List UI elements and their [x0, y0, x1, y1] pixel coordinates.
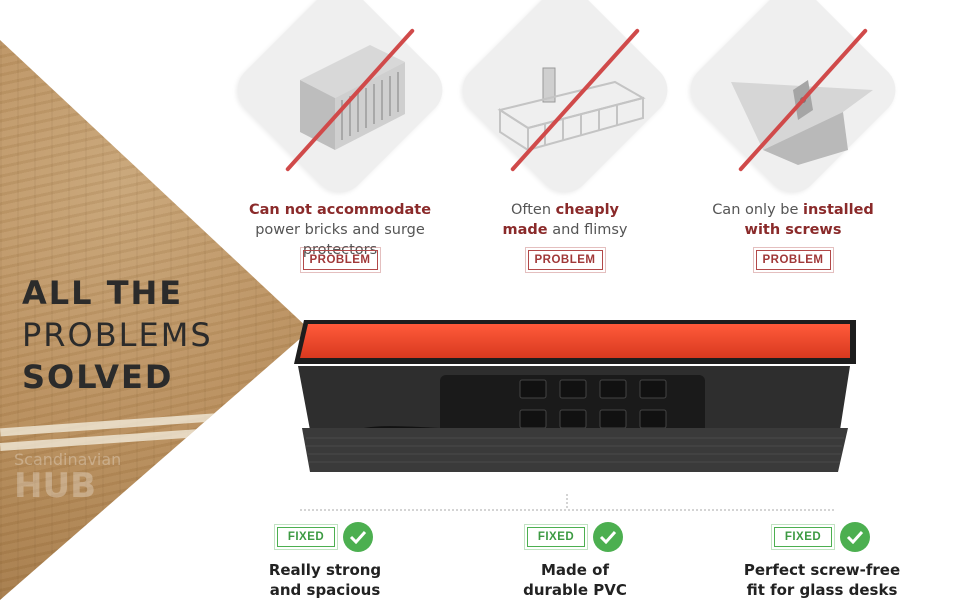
brand-watermark: Scandinavian HUB: [14, 450, 121, 503]
problem-text-bold: cheaply: [555, 202, 619, 218]
fixed-text-3: Perfect screw-free fit for glass desks: [722, 560, 922, 600]
headline: ALL THE PROBLEMS SOLVED: [22, 272, 282, 398]
fixed-card-2: FIXED Made of durable PVC: [485, 520, 665, 600]
power-strip: [440, 375, 705, 435]
problem-text-3: Can only be installed with screws: [683, 200, 903, 242]
problem-text-bold: installed: [803, 202, 874, 218]
problem-text-pre: Can only be: [712, 202, 804, 218]
fixed-line-2: durable PVC: [523, 581, 627, 599]
fixed-stamp: FIXED: [273, 524, 339, 550]
fixed-line-1: Made of: [540, 561, 609, 579]
headline-line-2: PROBLEMS: [22, 316, 213, 354]
checkmark-icon: [840, 522, 871, 552]
problem-text-bold: made: [502, 222, 548, 238]
problem-illustration-frame: [226, 0, 454, 204]
fixed-text-2: Made of durable PVC: [485, 560, 665, 600]
tray-front-wall: [302, 428, 848, 472]
problem-illustration-frame: [451, 0, 679, 204]
problem-illustration-frame: [679, 0, 907, 204]
fixed-card-1: FIXED Really strong and spacious: [235, 520, 415, 600]
checkmark-icon: [593, 522, 624, 552]
fixed-line-1: Really strong: [268, 561, 382, 579]
cable-tray-product: [294, 320, 856, 472]
metal-tray-icon: [731, 80, 873, 165]
problem-stamp: PROBLEM: [524, 247, 606, 273]
problem-text-rest: and flimsy: [547, 222, 628, 238]
watermark-line-2: HUB: [14, 466, 96, 506]
fixed-line-1: Perfect screw-free: [743, 561, 901, 579]
checkmark-icon: [343, 522, 374, 552]
fixed-card-3: FIXED Perfect screw-free fit for glass d…: [722, 520, 922, 600]
headline-line-3: SOLVED: [22, 358, 174, 396]
problem-text-pre: Often: [510, 202, 556, 218]
problem-stamp: PROBLEM: [752, 247, 834, 273]
fixed-text-1: Really strong and spacious: [235, 560, 415, 600]
fixed-line-2: and spacious: [269, 581, 381, 599]
problem-text-2: Often cheaply made and flimsy: [455, 200, 675, 242]
plastic-duct-icon: [300, 45, 405, 150]
watermark-line-1: Scandinavian: [14, 450, 122, 469]
fixed-stamp: FIXED: [523, 524, 589, 550]
tray-adhesive-lid: [300, 324, 850, 358]
problem-card-3: Can only be installed with screws PROBLEM: [679, 0, 907, 273]
problem-text-rest: power bricks and surge protectors: [255, 222, 425, 258]
problem-card-1: Can not accommodate power bricks and sur…: [226, 0, 454, 273]
fixed-stamp: FIXED: [770, 524, 836, 550]
problem-stamp: PROBLEM: [299, 247, 381, 273]
headline-line-1: ALL THE: [22, 274, 184, 312]
problem-text-1: Can not accommodate power bricks and sur…: [230, 200, 450, 258]
problem-text-bold: Can not accommodate: [248, 202, 432, 218]
fixed-line-2: fit for glass desks: [746, 581, 898, 599]
problem-text-bold: with screws: [744, 222, 842, 238]
problem-card-2: Often cheaply made and flimsy PROBLEM: [451, 0, 679, 273]
outlet-grid: [519, 379, 667, 429]
